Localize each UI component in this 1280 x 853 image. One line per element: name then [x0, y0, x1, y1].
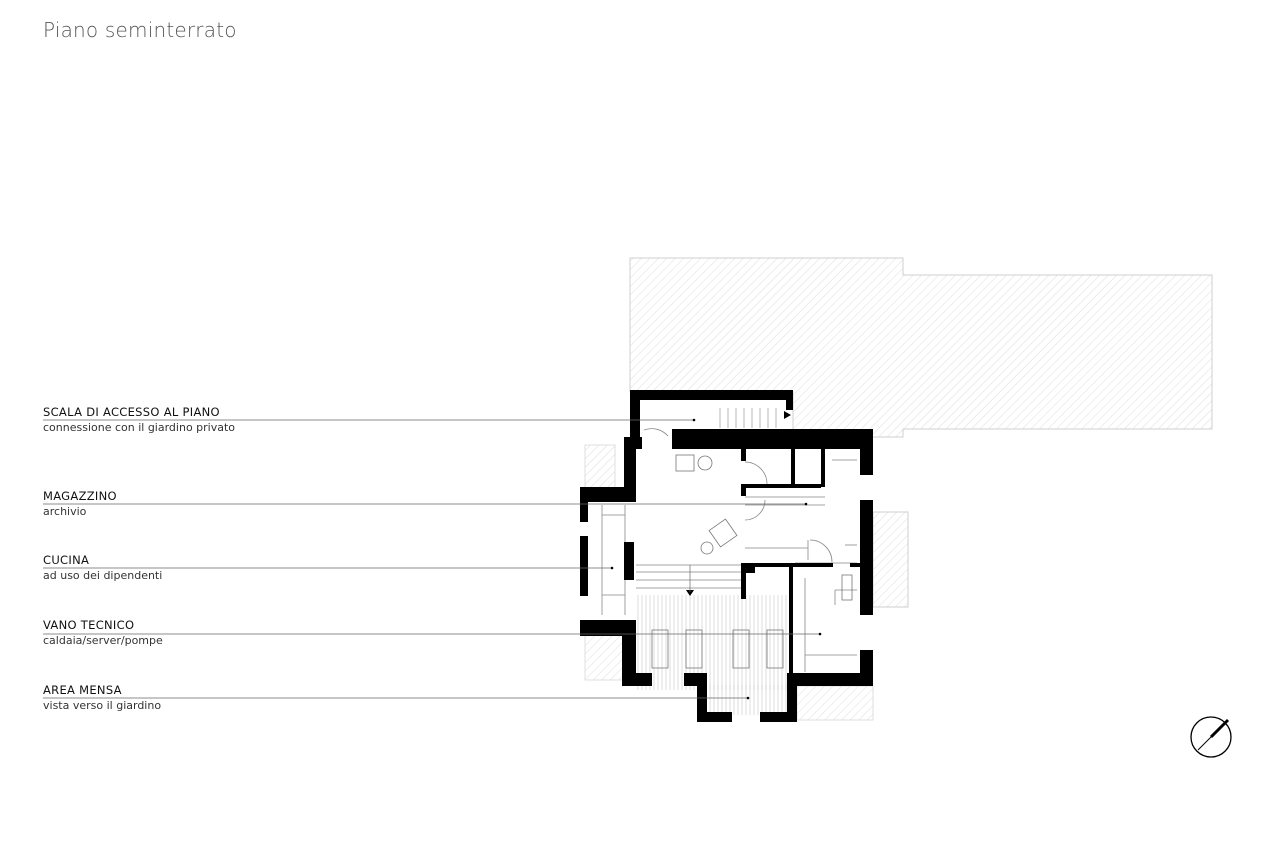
label-storage: MAGAZZINO archivio: [43, 489, 117, 519]
label-technical-room: VANO TECNICO caldaia/server/pompe: [43, 618, 163, 648]
label-description: connessione con il giardino privato: [43, 421, 236, 434]
label-title: CUCINA: [43, 553, 90, 567]
stair-arrow-icon: [784, 411, 791, 419]
label-description: ad uso dei dipendenti: [43, 569, 163, 582]
label-title: AREA MENSA: [43, 683, 122, 697]
page-title: Piano seminterrato: [43, 18, 237, 42]
stair-treads: [719, 408, 777, 428]
interior-lines: [601, 459, 857, 672]
label-description: vista verso il giardino: [43, 699, 162, 712]
label-title: SCALA DI ACCESSO AL PIANO: [43, 405, 220, 419]
label-title: MAGAZZINO: [43, 489, 117, 503]
terrace-hatched-area: [629, 257, 1213, 438]
side-hatch-right: [872, 511, 909, 608]
dining-floor: [636, 595, 791, 690]
leader-dots: [610, 418, 822, 700]
bottom-hatch-right: [796, 685, 874, 721]
label-description: archivio: [43, 505, 87, 518]
furniture: [651, 454, 853, 669]
side-hatch-left-bottom: [584, 634, 624, 681]
dining-floor-extension: [705, 685, 790, 715]
label-stair-access: SCALA DI ACCESSO AL PIANO connessione co…: [43, 405, 235, 435]
label-dining-area: AREA MENSA vista verso il giardino: [43, 683, 161, 713]
side-hatch-left-top: [584, 444, 616, 491]
leader-lines: [43, 419, 820, 699]
label-description: caldaia/server/pompe: [43, 634, 163, 647]
stair-down-arrow-icon: [686, 590, 694, 596]
label-kitchen: CUCINA ad uso dei dipendenti: [43, 553, 162, 583]
doors: [643, 428, 833, 563]
walls: [580, 390, 873, 722]
label-title: VANO TECNICO: [43, 618, 135, 632]
north-arrow-icon: [1190, 716, 1232, 758]
